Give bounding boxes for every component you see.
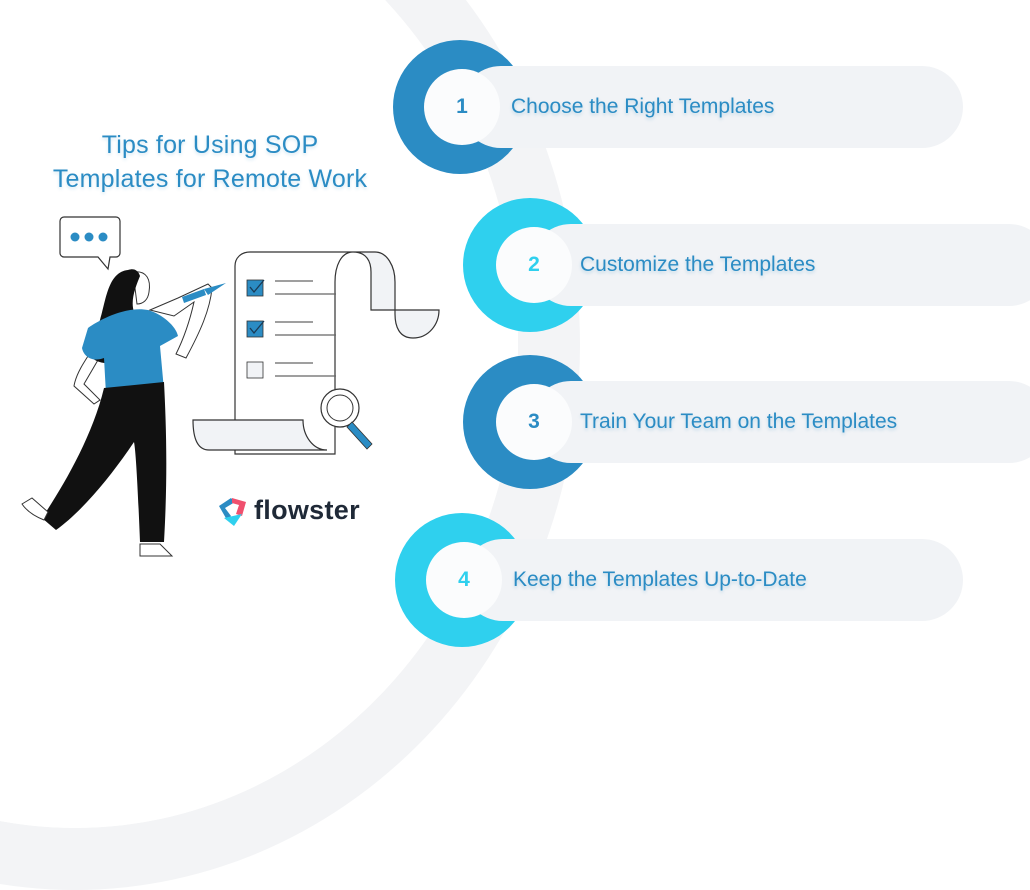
title-line-1: Tips for Using SOP	[101, 131, 319, 159]
magnifier-icon	[320, 388, 373, 450]
step-3: 3 Train Your Team on the Templates	[463, 355, 1030, 489]
flowster-logo-icon	[219, 497, 246, 526]
step-1-number: 1	[424, 69, 500, 145]
step-3-pill	[530, 381, 1030, 463]
step-1-label: Choose the Right Templates	[511, 95, 775, 118]
step-4-label: Keep the Templates Up-to-Date	[513, 568, 807, 591]
step-3-number: 3	[496, 384, 572, 460]
title-line-2: Templates for Remote Work	[52, 165, 368, 193]
step-4: 4 Keep the Templates Up-to-Date	[395, 513, 965, 647]
woman-figure	[21, 269, 226, 557]
speech-bubble-icon	[59, 216, 121, 271]
step-3-label: Train Your Team on the Templates	[580, 410, 898, 433]
step-4-number: 4	[426, 542, 502, 618]
flowster-logo: flowster	[216, 495, 360, 526]
step-1-pill	[460, 66, 963, 148]
woman-with-checklist-illustration	[21, 216, 440, 557]
step-2: 2 Customize the Templates	[463, 198, 1030, 332]
logo-text: flowster	[254, 495, 360, 525]
step-2-label: Customize the Templates	[580, 253, 816, 276]
step-1: 1 Choose the Right Templates	[393, 40, 963, 174]
step-2-pill	[530, 224, 1030, 306]
page-title: Tips for Using SOP Templates for Remote …	[0, 128, 420, 196]
checklist-document-icon	[192, 251, 440, 455]
step-2-number: 2	[496, 227, 572, 303]
step-4-pill	[462, 539, 963, 621]
